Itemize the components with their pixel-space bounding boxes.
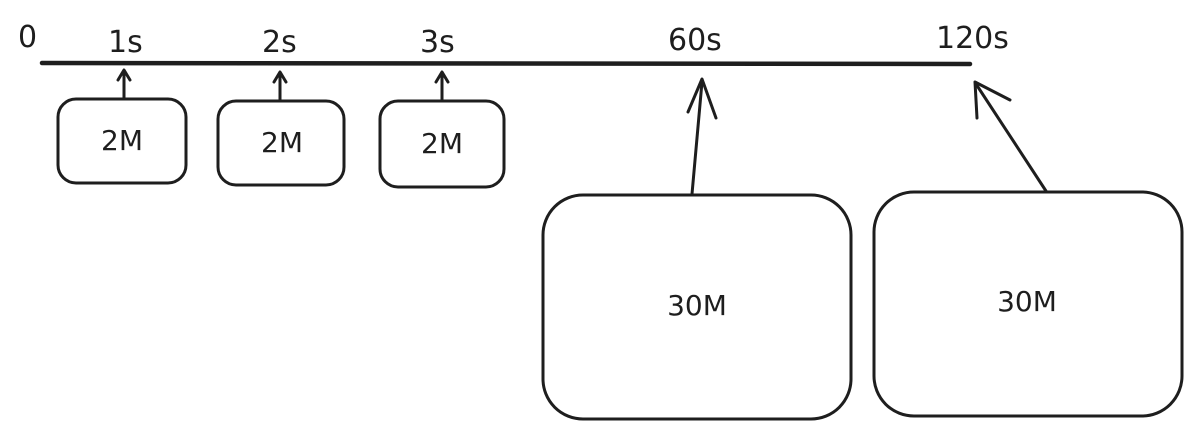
box-1s: 2M bbox=[56, 97, 188, 185]
box-2s: 2M bbox=[216, 99, 346, 187]
arrow-120s bbox=[973, 80, 1048, 193]
box-3s: 2M bbox=[378, 99, 506, 189]
tick-label-1s: 1s bbox=[108, 25, 143, 60]
box-label: 30M bbox=[667, 289, 727, 322]
box-120s: 30M bbox=[872, 190, 1184, 418]
tick-label-2s: 2s bbox=[262, 25, 297, 60]
box-60s: 30M bbox=[541, 193, 853, 421]
arrow-3s bbox=[434, 70, 450, 102]
box-label: 2M bbox=[101, 124, 143, 157]
box-label: 2M bbox=[421, 127, 463, 160]
box-label: 30M bbox=[997, 285, 1057, 318]
arrow-2s bbox=[272, 70, 288, 102]
tick-label-3s: 3s bbox=[420, 25, 455, 60]
box-label: 2M bbox=[261, 126, 303, 159]
tick-label-120s: 120s bbox=[936, 21, 1009, 56]
tick-label-60s: 60s bbox=[668, 23, 722, 58]
arrow-60s bbox=[686, 77, 718, 196]
timeline-axis bbox=[39, 60, 973, 67]
arrow-1s bbox=[116, 68, 132, 100]
origin-label: 0 bbox=[18, 20, 37, 55]
